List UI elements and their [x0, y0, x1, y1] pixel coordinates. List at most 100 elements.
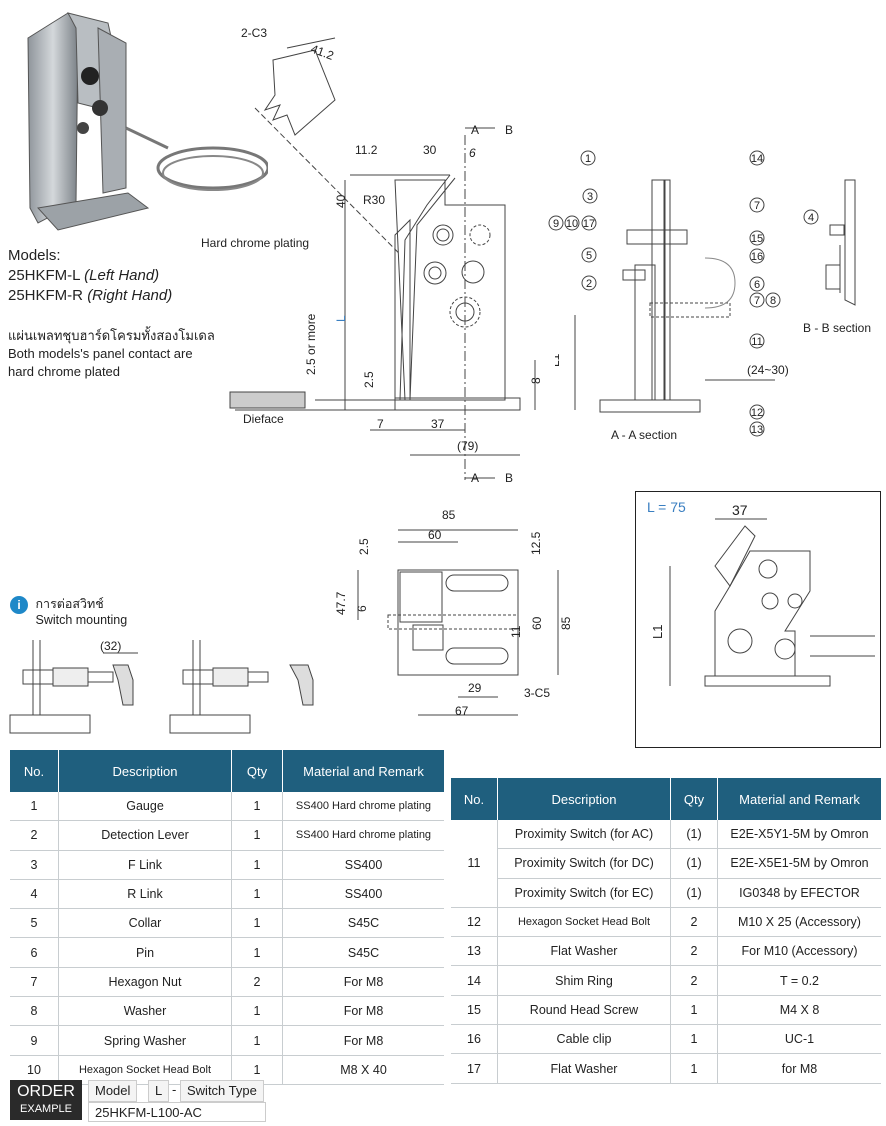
cell-desc: Round Head Screw — [497, 995, 671, 1026]
cell-qty: (1) — [670, 878, 718, 908]
cell-desc: Proximity Switch (for AC) — [497, 820, 671, 850]
cell-desc: Washer — [58, 996, 232, 1027]
cell-mat: S45C — [282, 937, 444, 968]
cell-desc: Gauge — [58, 792, 232, 822]
fv-dim-12-5: 12.5 — [529, 531, 543, 555]
cell-desc: Shim Ring — [497, 965, 671, 996]
model-left-code: 25HKFM-L — [8, 267, 80, 284]
model-left-name: (Left Hand) — [84, 267, 160, 284]
cell-mat: for M8 — [717, 1053, 881, 1084]
cell-no: 8 — [10, 996, 59, 1027]
bb-section-label: B - B section — [803, 321, 871, 335]
switch-mounting-thai: การต่อสวิทช์ — [35, 597, 104, 611]
side-view-drawing: 2-C3 41.2 11.2 30 6 R30 40 Hard chrome p… — [201, 26, 543, 485]
col-material: Material and Remark — [282, 750, 444, 792]
cell-qty: 1 — [231, 820, 283, 851]
cell-qty: 2 — [670, 907, 718, 938]
cell-mat: S45C — [282, 908, 444, 939]
aa-dim-24-30: (24~30) — [747, 363, 789, 377]
model-left-hand: 25HKFM-L (Left Hand) — [8, 267, 159, 284]
cell-mat: SS400 — [282, 850, 444, 880]
dim-40: 40 — [334, 194, 348, 208]
fv-dim-67: 67 — [455, 704, 469, 718]
example-label: EXAMPLE — [20, 1103, 72, 1115]
col-qty: Qty — [231, 750, 283, 792]
cell-mat: M4 X 8 — [717, 995, 881, 1026]
a-a-section-drawing: L1 (24~30) A - A section — [555, 179, 789, 442]
cell-desc: Proximity Switch (for EC) — [497, 878, 671, 908]
dieface-label: Dieface — [243, 412, 284, 426]
fv-dim-47-7: 47.7 — [334, 591, 348, 615]
model-right-code: 25HKFM-R — [8, 287, 84, 304]
cell-no: 16 — [451, 1024, 498, 1055]
fv-dim-85-side: 85 — [559, 616, 573, 630]
dim-30: 30 — [423, 143, 437, 157]
fv-dim-11: 11 — [509, 625, 523, 638]
cell-no: 3 — [10, 850, 59, 880]
models-title: Models: — [8, 247, 61, 264]
dim-6: 6 — [469, 146, 476, 160]
table-row: Proximity Switch (for DC) (1) E2E-X5E1-5… — [451, 848, 881, 879]
switch-mounting-heading: i การต่อสวิทช์ Switch mounting — [10, 596, 127, 628]
parts-table-left: No. Description Qty Material and Remark … — [10, 750, 444, 1085]
cell-no: 1 — [10, 792, 59, 822]
cell-desc: Proximity Switch (for DC) — [497, 848, 671, 879]
cell-mat: UC-1 — [717, 1024, 881, 1055]
hard-chrome-label: Hard chrome plating — [201, 236, 309, 250]
cell-qty: (1) — [670, 848, 718, 879]
cell-mat: T = 0.2 — [717, 965, 881, 996]
cell-qty: 2 — [670, 936, 718, 967]
fv-dim-2-5: 2.5 — [357, 538, 371, 555]
section-a-bottom: A — [471, 471, 479, 485]
cell-desc: Flat Washer — [497, 936, 671, 967]
fv-dim-29: 29 — [468, 681, 482, 695]
front-view-drawing: 85 60 2.5 12.5 47.7 6 11 60 85 29 3-C5 6… — [334, 508, 573, 718]
l75-detail-drawing: L = 75 37 L1 — [635, 491, 881, 748]
order-label: ORDER — [17, 1083, 75, 1100]
cell-mat: For M10 (Accessory) — [717, 936, 881, 967]
fv-dim-60-side: 60 — [530, 616, 544, 630]
thai-note: แผ่นเพลทชุบฮาร์ดโครมทั้งสองโมเดล — [8, 328, 215, 343]
cell-qty: 1 — [231, 850, 283, 880]
switch-dim-32: (32) — [100, 639, 121, 653]
cell-qty: 1 — [231, 937, 283, 968]
cell-no: 7 — [10, 967, 59, 998]
fv-dim-3-c5: 3-C5 — [524, 686, 550, 700]
model-right-hand: 25HKFM-R (Right Hand) — [8, 287, 172, 304]
dim-2-c3: 2-C3 — [241, 26, 267, 40]
dim-37: 37 — [431, 417, 445, 431]
dim-2-5: 2.5 — [362, 371, 376, 388]
cell-mat: E2E-X5E1-5M by Omron — [717, 848, 881, 879]
parts-table-right: No. Description Qty Material and Remark … — [451, 778, 881, 1084]
aa-section-label: A - A section — [611, 428, 677, 442]
order-example-badge: ORDER EXAMPLE — [10, 1080, 82, 1120]
dim-79: (79) — [457, 439, 478, 453]
cell-qty: 1 — [231, 908, 283, 939]
col-no: No. — [451, 778, 498, 820]
cell-mat: SS400 Hard chrome plating — [282, 792, 444, 822]
cell-no: 11 — [451, 820, 498, 908]
cell-no: 9 — [10, 1025, 59, 1056]
cell-no: 15 — [451, 995, 498, 1026]
cell-qty: 1 — [231, 792, 283, 822]
cell-no: 17 — [451, 1053, 498, 1084]
cell-qty: (1) — [670, 820, 718, 850]
cell-qty: 1 — [231, 996, 283, 1027]
switch-mounting-drawings: (32) — [9, 639, 314, 734]
order-dash: - — [172, 1082, 177, 1097]
cell-desc: Hexagon Socket Head Bolt — [497, 907, 671, 938]
cell-mat: SS400 — [282, 879, 444, 910]
cell-desc: Detection Lever — [58, 820, 232, 851]
table-row: 11 Proximity Switch (for AC) (1) E2E-X5Y… — [451, 820, 881, 908]
